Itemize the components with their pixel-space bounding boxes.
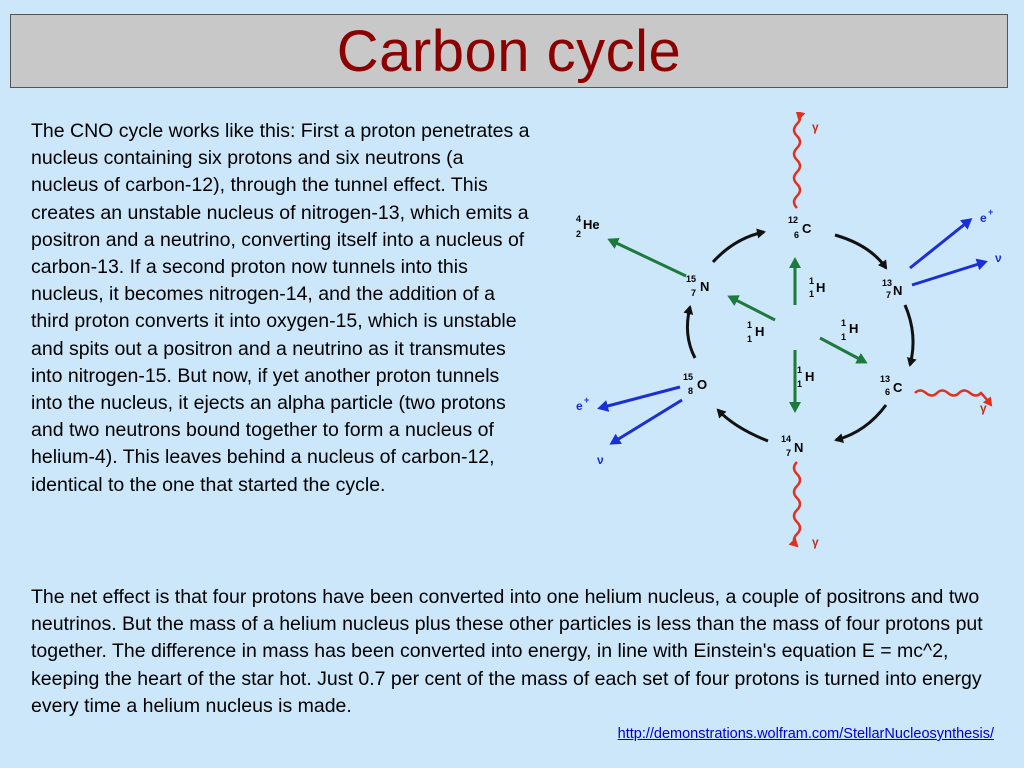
svg-text:12: 12 bbox=[788, 215, 798, 225]
nucleus-n15: 15 7 N bbox=[686, 274, 709, 298]
nucleus-n14: 14 7 N bbox=[781, 434, 803, 458]
svg-text:14: 14 bbox=[781, 434, 791, 444]
cycle-arrow-n13-c13 bbox=[903, 304, 917, 367]
proton-label-bottom: 1 1 H bbox=[797, 365, 814, 389]
svg-text:C: C bbox=[893, 380, 903, 395]
cycle-arrows bbox=[683, 228, 917, 444]
positron-arrow-left bbox=[597, 385, 681, 412]
cycle-arrow-o15-n15 bbox=[683, 305, 697, 359]
nucleus-c13: 13 6 C bbox=[880, 374, 903, 397]
svg-text:+: + bbox=[988, 207, 993, 217]
svg-text:4: 4 bbox=[576, 214, 581, 224]
svg-text:O: O bbox=[697, 377, 707, 392]
svg-text:1: 1 bbox=[809, 276, 814, 286]
neutrino-label-left: ν bbox=[597, 453, 604, 467]
svg-text:1: 1 bbox=[747, 320, 752, 330]
svg-text:N: N bbox=[794, 440, 803, 455]
proton-arrow-right bbox=[819, 336, 868, 364]
svg-text:6: 6 bbox=[885, 387, 890, 397]
proton-label-right: 1 1 H bbox=[841, 318, 858, 342]
svg-text:7: 7 bbox=[691, 288, 696, 298]
gamma-label-right: γ bbox=[980, 401, 987, 415]
svg-text:1: 1 bbox=[747, 334, 752, 344]
cycle-arrow-n14-o15 bbox=[716, 408, 769, 443]
proton-arrows bbox=[607, 238, 868, 413]
svg-text:C: C bbox=[802, 221, 812, 236]
svg-text:15: 15 bbox=[686, 274, 696, 284]
neutrino-arrow-right bbox=[911, 258, 988, 287]
gamma-wave-bottom bbox=[788, 461, 802, 548]
cno-cycle-diagram: 12 6 C 13 7 N 13 6 C 14 7 N 15 8 O 15 7 … bbox=[576, 112, 1002, 549]
svg-text:N: N bbox=[893, 283, 902, 298]
svg-text:13: 13 bbox=[880, 374, 890, 384]
svg-text:+: + bbox=[584, 395, 589, 405]
svg-text:15: 15 bbox=[683, 372, 693, 382]
proton-label-left: 1 1 H bbox=[747, 320, 764, 344]
nucleus-c12: 12 6 C bbox=[788, 215, 812, 240]
positron-arrow-right bbox=[909, 218, 973, 270]
neutrino-arrow-left bbox=[609, 398, 683, 445]
cycle-arrow-c13-n14 bbox=[834, 404, 888, 444]
proton-label-top: 1 1 H bbox=[809, 276, 825, 299]
svg-text:He: He bbox=[583, 217, 600, 232]
proton-arrow-left bbox=[727, 295, 776, 322]
svg-text:2: 2 bbox=[576, 229, 581, 239]
neutrino-label-right: ν bbox=[995, 251, 1002, 265]
svg-text:e: e bbox=[576, 399, 583, 413]
gamma-label-top: γ bbox=[812, 120, 819, 134]
helium-4-label: 4 2 He bbox=[576, 214, 600, 239]
nucleus-o15: 15 8 O bbox=[683, 372, 707, 396]
nucleus-n13: 13 7 N bbox=[882, 278, 902, 300]
svg-text:1: 1 bbox=[841, 318, 846, 328]
svg-text:7: 7 bbox=[886, 290, 891, 300]
net-effect-paragraph: The net effect is that four protons have… bbox=[31, 586, 983, 717]
cno-explanation-paragraph: The CNO cycle works like this: First a p… bbox=[31, 120, 530, 496]
svg-text:H: H bbox=[816, 280, 825, 295]
svg-text:1: 1 bbox=[841, 332, 846, 342]
svg-text:N: N bbox=[700, 279, 709, 294]
svg-text:1: 1 bbox=[797, 365, 802, 375]
cycle-arrow-n15-c12 bbox=[711, 228, 766, 264]
svg-text:e: e bbox=[980, 211, 987, 225]
positron-label-left: e + bbox=[576, 395, 589, 413]
title-bar: Carbon cycle bbox=[10, 14, 1008, 88]
cycle-arrow-c12-n13 bbox=[834, 233, 888, 270]
svg-text:7: 7 bbox=[786, 448, 791, 458]
gamma-label-bottom: γ bbox=[812, 535, 819, 549]
gamma-wave-top bbox=[792, 112, 806, 209]
positron-label-right: e + bbox=[980, 207, 993, 225]
svg-text:H: H bbox=[805, 369, 814, 384]
svg-text:H: H bbox=[849, 321, 858, 336]
gamma-wave-right bbox=[914, 389, 993, 407]
svg-text:6: 6 bbox=[794, 230, 799, 240]
svg-text:8: 8 bbox=[688, 386, 693, 396]
gamma-waves bbox=[788, 112, 993, 548]
svg-text:1: 1 bbox=[797, 379, 802, 389]
helium-emission-arrow bbox=[607, 238, 687, 278]
emission-arrows bbox=[597, 218, 988, 445]
svg-text:1: 1 bbox=[809, 289, 814, 299]
slide-title: Carbon cycle bbox=[336, 18, 682, 84]
svg-text:H: H bbox=[755, 324, 764, 339]
wolfram-demo-link[interactable]: http://demonstrations.wolfram.com/Stella… bbox=[617, 726, 994, 742]
svg-text:13: 13 bbox=[882, 278, 892, 288]
